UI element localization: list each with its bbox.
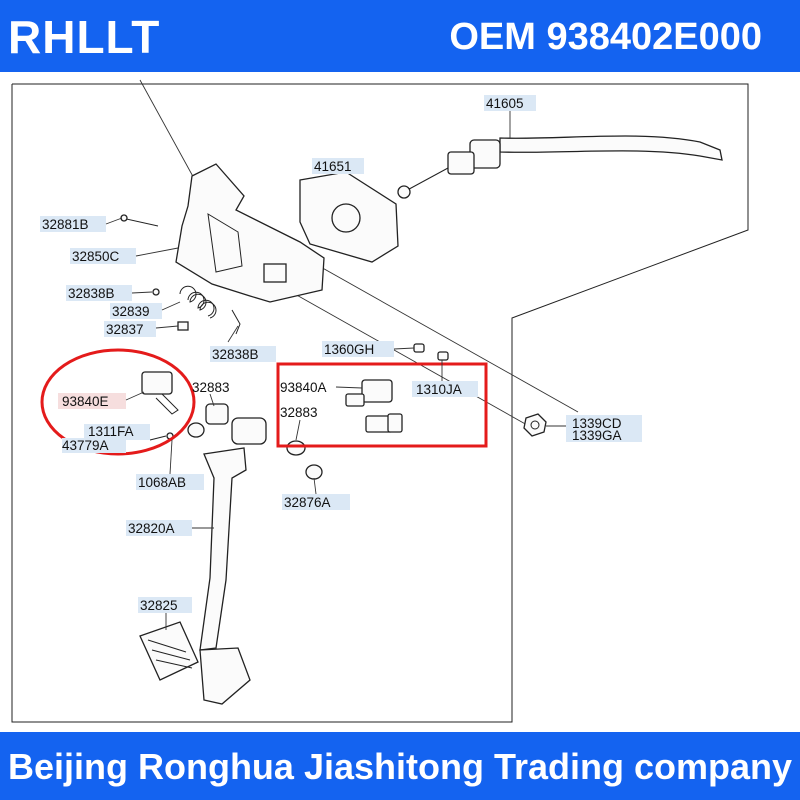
bushing: [187, 422, 205, 438]
top-banner: RHLLT OEM 938402E000: [0, 0, 800, 72]
label-32838b-top: 32838B: [68, 286, 115, 301]
label-1339cd: 1339CD: [572, 416, 622, 431]
label-32876a: 32876A: [284, 495, 331, 510]
bushing: [177, 321, 189, 331]
label-93840e: 93840E: [62, 394, 109, 409]
leader-line: [155, 325, 179, 329]
leader-line: [227, 325, 239, 343]
washer: [152, 288, 160, 296]
label-32820a: 32820A: [128, 521, 175, 536]
company-name: Beijing Ronghua Jiashitong Trading compa…: [7, 746, 793, 787]
parts-diagram: 41605 41651 32881B 32850C 32838B 32839 3…: [11, 79, 749, 723]
label-box: [126, 520, 192, 536]
leader-line: [135, 247, 179, 257]
pedal-bracket: [175, 163, 325, 303]
label-32883-right: 32883: [280, 405, 318, 420]
clutch-switch-e: [141, 371, 179, 415]
label-41651: 41651: [314, 159, 352, 174]
leader-line: [295, 419, 301, 441]
label-box: [138, 597, 192, 613]
label-1339ga: 1339GA: [572, 428, 622, 443]
leader-line: [393, 347, 415, 350]
leader-line: [169, 439, 173, 475]
bolt: [120, 214, 159, 227]
leader-line: [335, 386, 363, 389]
bottom-banner: Beijing Ronghua Jiashitong Trading compa…: [0, 732, 800, 800]
mounting-plate: [299, 171, 399, 263]
label-box: [322, 341, 394, 357]
leader-line: [139, 79, 197, 183]
nut: [413, 343, 425, 353]
label-41605: 41605: [486, 96, 524, 111]
label-box: [66, 285, 132, 301]
leader-line: [313, 477, 317, 495]
diagram-frame: [11, 83, 749, 723]
label-1068ab: 1068AB: [138, 475, 186, 490]
washer: [305, 464, 323, 480]
leader-line: [209, 393, 215, 407]
label-box: [412, 381, 478, 397]
leader-line: [125, 391, 145, 401]
nut: [437, 351, 449, 361]
label-32825: 32825: [140, 598, 178, 613]
label-32881b: 32881B: [42, 217, 89, 232]
label-box: [62, 438, 126, 453]
brand-name: RHLLT: [8, 11, 161, 63]
label-box: [58, 393, 126, 409]
label-32839: 32839: [112, 304, 150, 319]
label-32837: 32837: [106, 322, 144, 337]
screw: [149, 435, 167, 441]
bushing: [205, 403, 229, 425]
label-box: [312, 158, 364, 174]
label-box: [40, 216, 106, 232]
leader-line: [105, 217, 123, 225]
oem-number: OEM 938402E000: [449, 16, 762, 58]
return-spring: [179, 285, 217, 319]
label-32850c: 32850C: [72, 249, 120, 264]
label-32883-left: 32883: [192, 380, 230, 395]
clutch-pedal-arm: [199, 417, 267, 705]
pin-clip: [231, 309, 241, 335]
label-32838b-bottom: 32838B: [212, 347, 259, 362]
label-box: [210, 346, 276, 362]
label-1360gh: 1360GH: [324, 342, 374, 357]
pedal-pad: [139, 621, 199, 681]
leader-line: [269, 279, 537, 431]
clutch-switch-a: [345, 379, 403, 433]
label-1311fa: 1311FA: [88, 424, 134, 439]
label-box: [484, 95, 536, 111]
label-box: [84, 424, 150, 440]
label-box: [282, 494, 350, 510]
label-box: [70, 248, 136, 264]
label-93840a: 93840A: [280, 380, 327, 395]
leader-line: [161, 301, 181, 311]
highlight-box: [276, 362, 488, 448]
bushing: [286, 440, 306, 456]
hex-nut-hole: [530, 420, 540, 430]
label-box: [136, 474, 204, 490]
label-43779a: 43779A: [62, 438, 109, 453]
leader-line: [131, 291, 153, 294]
hex-nut: [523, 413, 547, 437]
label-box: [110, 303, 162, 319]
label-box: [566, 415, 642, 442]
label-1310ja: 1310JA: [416, 382, 462, 397]
highlight-circle: [40, 348, 196, 456]
clutch-master-cylinder: [397, 135, 723, 199]
label-box: [104, 321, 156, 337]
